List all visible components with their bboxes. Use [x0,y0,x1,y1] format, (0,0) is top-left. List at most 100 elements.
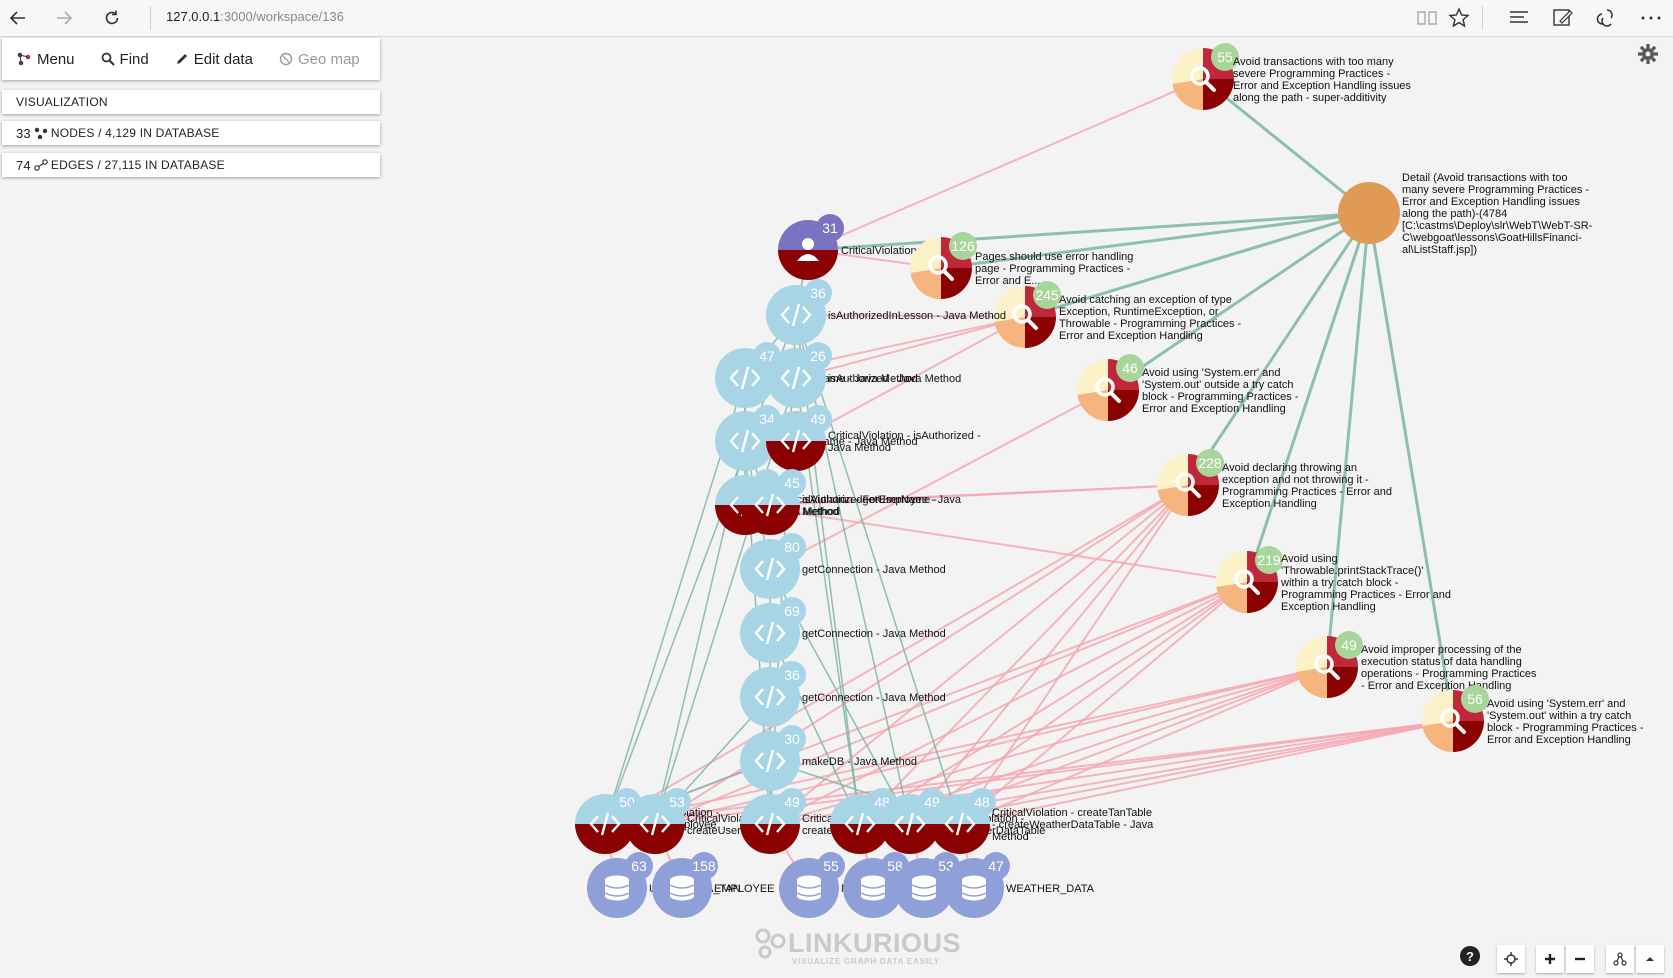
graph-edge[interactable] [807,78,1204,251]
node-label: CriticalViolation - isAuthorized - [828,430,981,442]
more-button[interactable] [1640,4,1662,32]
caret-up-icon [1646,957,1654,961]
graph-edge[interactable] [795,316,1026,442]
count-badge [1211,43,1239,71]
graph-edge[interactable] [1367,212,1455,722]
node-label: Java Method [828,442,891,454]
find-button[interactable]: Find [87,38,161,80]
graph-edge[interactable] [769,581,1248,825]
menu-button[interactable]: Menu [2,38,87,80]
graph-edge[interactable] [769,484,1189,825]
graph-edge[interactable] [1202,77,1370,215]
count-badge [804,279,832,307]
hub-button[interactable] [1508,4,1532,32]
graph-edge[interactable] [1107,211,1370,392]
graph-edge[interactable] [604,484,1189,825]
web-note-button[interactable] [1552,4,1574,32]
graph-edge[interactable] [604,666,1328,825]
graph-edge[interactable] [795,314,1026,318]
count-badge [778,788,806,816]
edit-data-button[interactable]: Edit data [161,38,265,80]
search-icon [1440,708,1466,734]
node-label: Exception Handling [1222,498,1317,510]
node-label: isAuthorized - Java Method [828,373,961,385]
graph-edge[interactable] [959,484,1189,825]
layout-button[interactable] [1606,945,1634,973]
graph-node-database[interactable]: 53TAN [894,852,977,918]
collapse-button[interactable] [1636,945,1664,973]
graph-edge[interactable] [744,504,1248,583]
node-label: 'System.out' within a try catch [1487,710,1631,722]
geo-map-label: Geo map [297,50,360,68]
graph-edge[interactable] [769,484,1189,506]
zoom-out-button[interactable] [1566,945,1594,973]
count-badge-text: 30 [784,731,800,747]
node-label: WEATHER_DATA [1006,883,1095,895]
edges-panel[interactable]: 74 edges / 27,115 in database [2,153,380,177]
graph-edge[interactable] [909,484,1189,825]
graph-edge[interactable] [807,211,1370,252]
share-button[interactable] [1596,4,1618,32]
forward-button[interactable] [50,4,78,32]
count-badge-text: 69 [784,603,800,619]
graph-edge[interactable] [795,314,961,825]
graph-edge[interactable] [959,720,1454,825]
graph-edge[interactable] [795,316,1026,379]
graph-edge[interactable] [1024,211,1370,319]
count-badge-text: 219 [1257,552,1281,568]
back-arrow-icon [9,11,25,25]
graph-edge[interactable] [909,720,1454,825]
graph-edge[interactable] [859,484,1189,825]
graph-edge[interactable] [959,666,1328,825]
help-button[interactable]: ? [1460,946,1480,966]
address-separator [150,6,151,30]
back-button[interactable] [4,4,32,32]
node-bottom-half [740,824,800,854]
zoom-in-button[interactable] [1536,945,1564,973]
node-label: page - Programming Practices - [975,263,1131,275]
graph-edge[interactable] [1325,212,1371,668]
graph-node-detail[interactable]: Detail (Avoid transactions with toomany … [1338,172,1593,256]
graph-edge[interactable] [959,581,1248,825]
search-icon [1234,569,1260,595]
favorite-button[interactable] [1448,4,1470,32]
graph-edge[interactable] [769,389,1109,570]
logo-name: LINKURIOUS [788,927,961,958]
settings-button[interactable] [1637,43,1659,70]
graph-edge[interactable] [859,581,1248,825]
reading-view-button[interactable] [1416,4,1438,32]
node-label: Avoid improper processing of the [1361,644,1522,656]
node-label: isAuthorizedForEmployee - Java [802,494,962,506]
node-label: CriticalViolation - getUserName - [777,494,937,506]
graph-edge[interactable] [1245,212,1371,583]
refresh-button[interactable] [98,4,126,32]
address-bar[interactable]: 127.0.0.1:3000/workspace/136 [166,9,344,24]
nodes-panel[interactable]: 33 nodes / 4,129 in database [2,121,380,145]
visualization-panel[interactable]: Visualization [2,90,380,114]
graph-edge[interactable] [1186,212,1371,486]
geo-map-button[interactable]: Geo map [265,38,372,80]
graph-edge[interactable] [940,211,1370,270]
locate-button[interactable] [1497,945,1525,973]
